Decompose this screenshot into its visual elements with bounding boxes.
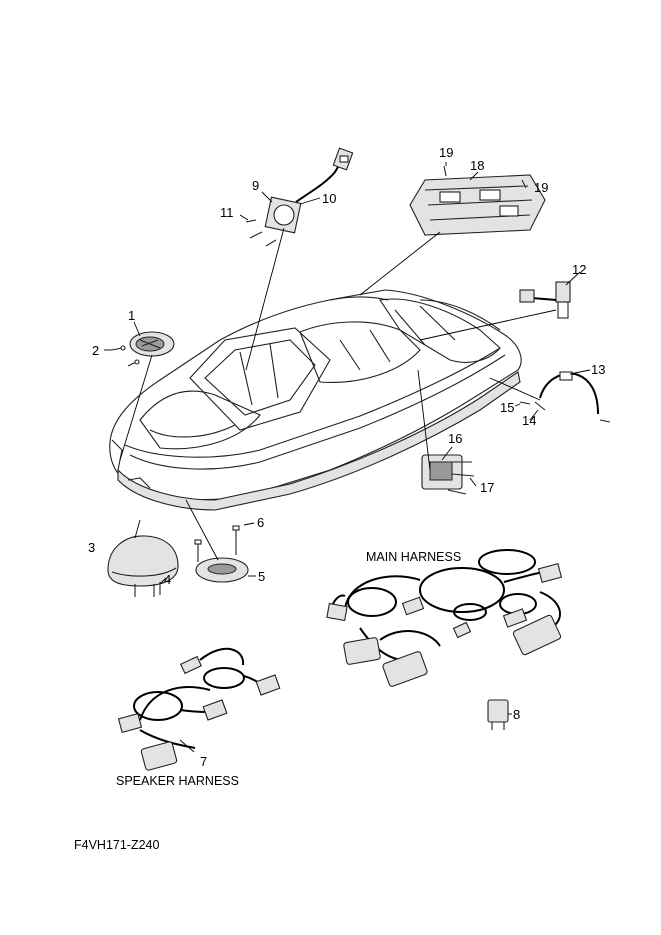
part-10-wire-connector — [295, 147, 354, 203]
part-8-relay — [487, 699, 509, 730]
speaker-harness-caption: SPEAKER HARNESS — [116, 774, 239, 788]
callout-4: 4 — [164, 572, 171, 587]
callout-6: 6 — [257, 515, 264, 530]
callout-12: 12 — [572, 262, 586, 277]
callout-13: 13 — [591, 362, 605, 377]
figure-code: F4VH171-Z240 — [74, 838, 160, 852]
callout-15: 15 — [500, 400, 514, 415]
part-12-sensor — [519, 281, 571, 319]
part-11-screws — [245, 219, 277, 247]
part-19-fasteners — [443, 165, 527, 189]
part-1-light-unit — [129, 331, 175, 357]
main-harness — [326, 549, 563, 687]
callout-18: 18 — [470, 158, 484, 173]
callout-17: 17 — [480, 480, 494, 495]
part-13-bracket-cable — [539, 371, 599, 415]
part-5-oval-light — [195, 557, 249, 583]
callout-10: 10 — [322, 191, 336, 206]
callout-8: 8 — [513, 707, 520, 722]
part-4-screws — [134, 582, 161, 597]
part-16-control-module — [421, 454, 463, 490]
part-3-cover — [107, 535, 179, 587]
part-2-screw — [111, 345, 140, 367]
part-9-gauge-bracket — [264, 196, 302, 234]
callout-19-right: 19 — [534, 180, 548, 195]
part-14-clamp — [534, 401, 546, 411]
callout-9: 9 — [252, 178, 259, 193]
callout-2: 2 — [92, 343, 99, 358]
callout-16: 16 — [448, 431, 462, 446]
speaker-harness — [117, 647, 281, 771]
callout-3: 3 — [88, 540, 95, 555]
part-15-screw — [519, 401, 611, 423]
part-6-bolts — [194, 525, 240, 562]
callout-1: 1 — [128, 308, 135, 323]
part-18-top-panel — [409, 174, 546, 236]
callout-11: 11 — [220, 205, 234, 220]
part-17-bolts — [447, 461, 475, 495]
callout-19-top: 19 — [439, 145, 453, 160]
boat-hull — [109, 289, 522, 511]
leader-lines — [104, 162, 591, 753]
callout-7: 7 — [200, 754, 207, 769]
main-harness-caption: MAIN HARNESS — [366, 550, 461, 564]
callout-labels: 1 2 3 4 5 6 7 8 9 10 11 12 13 14 15 16 1… — [88, 145, 605, 769]
callout-5: 5 — [258, 569, 265, 584]
callout-14: 14 — [522, 413, 536, 428]
